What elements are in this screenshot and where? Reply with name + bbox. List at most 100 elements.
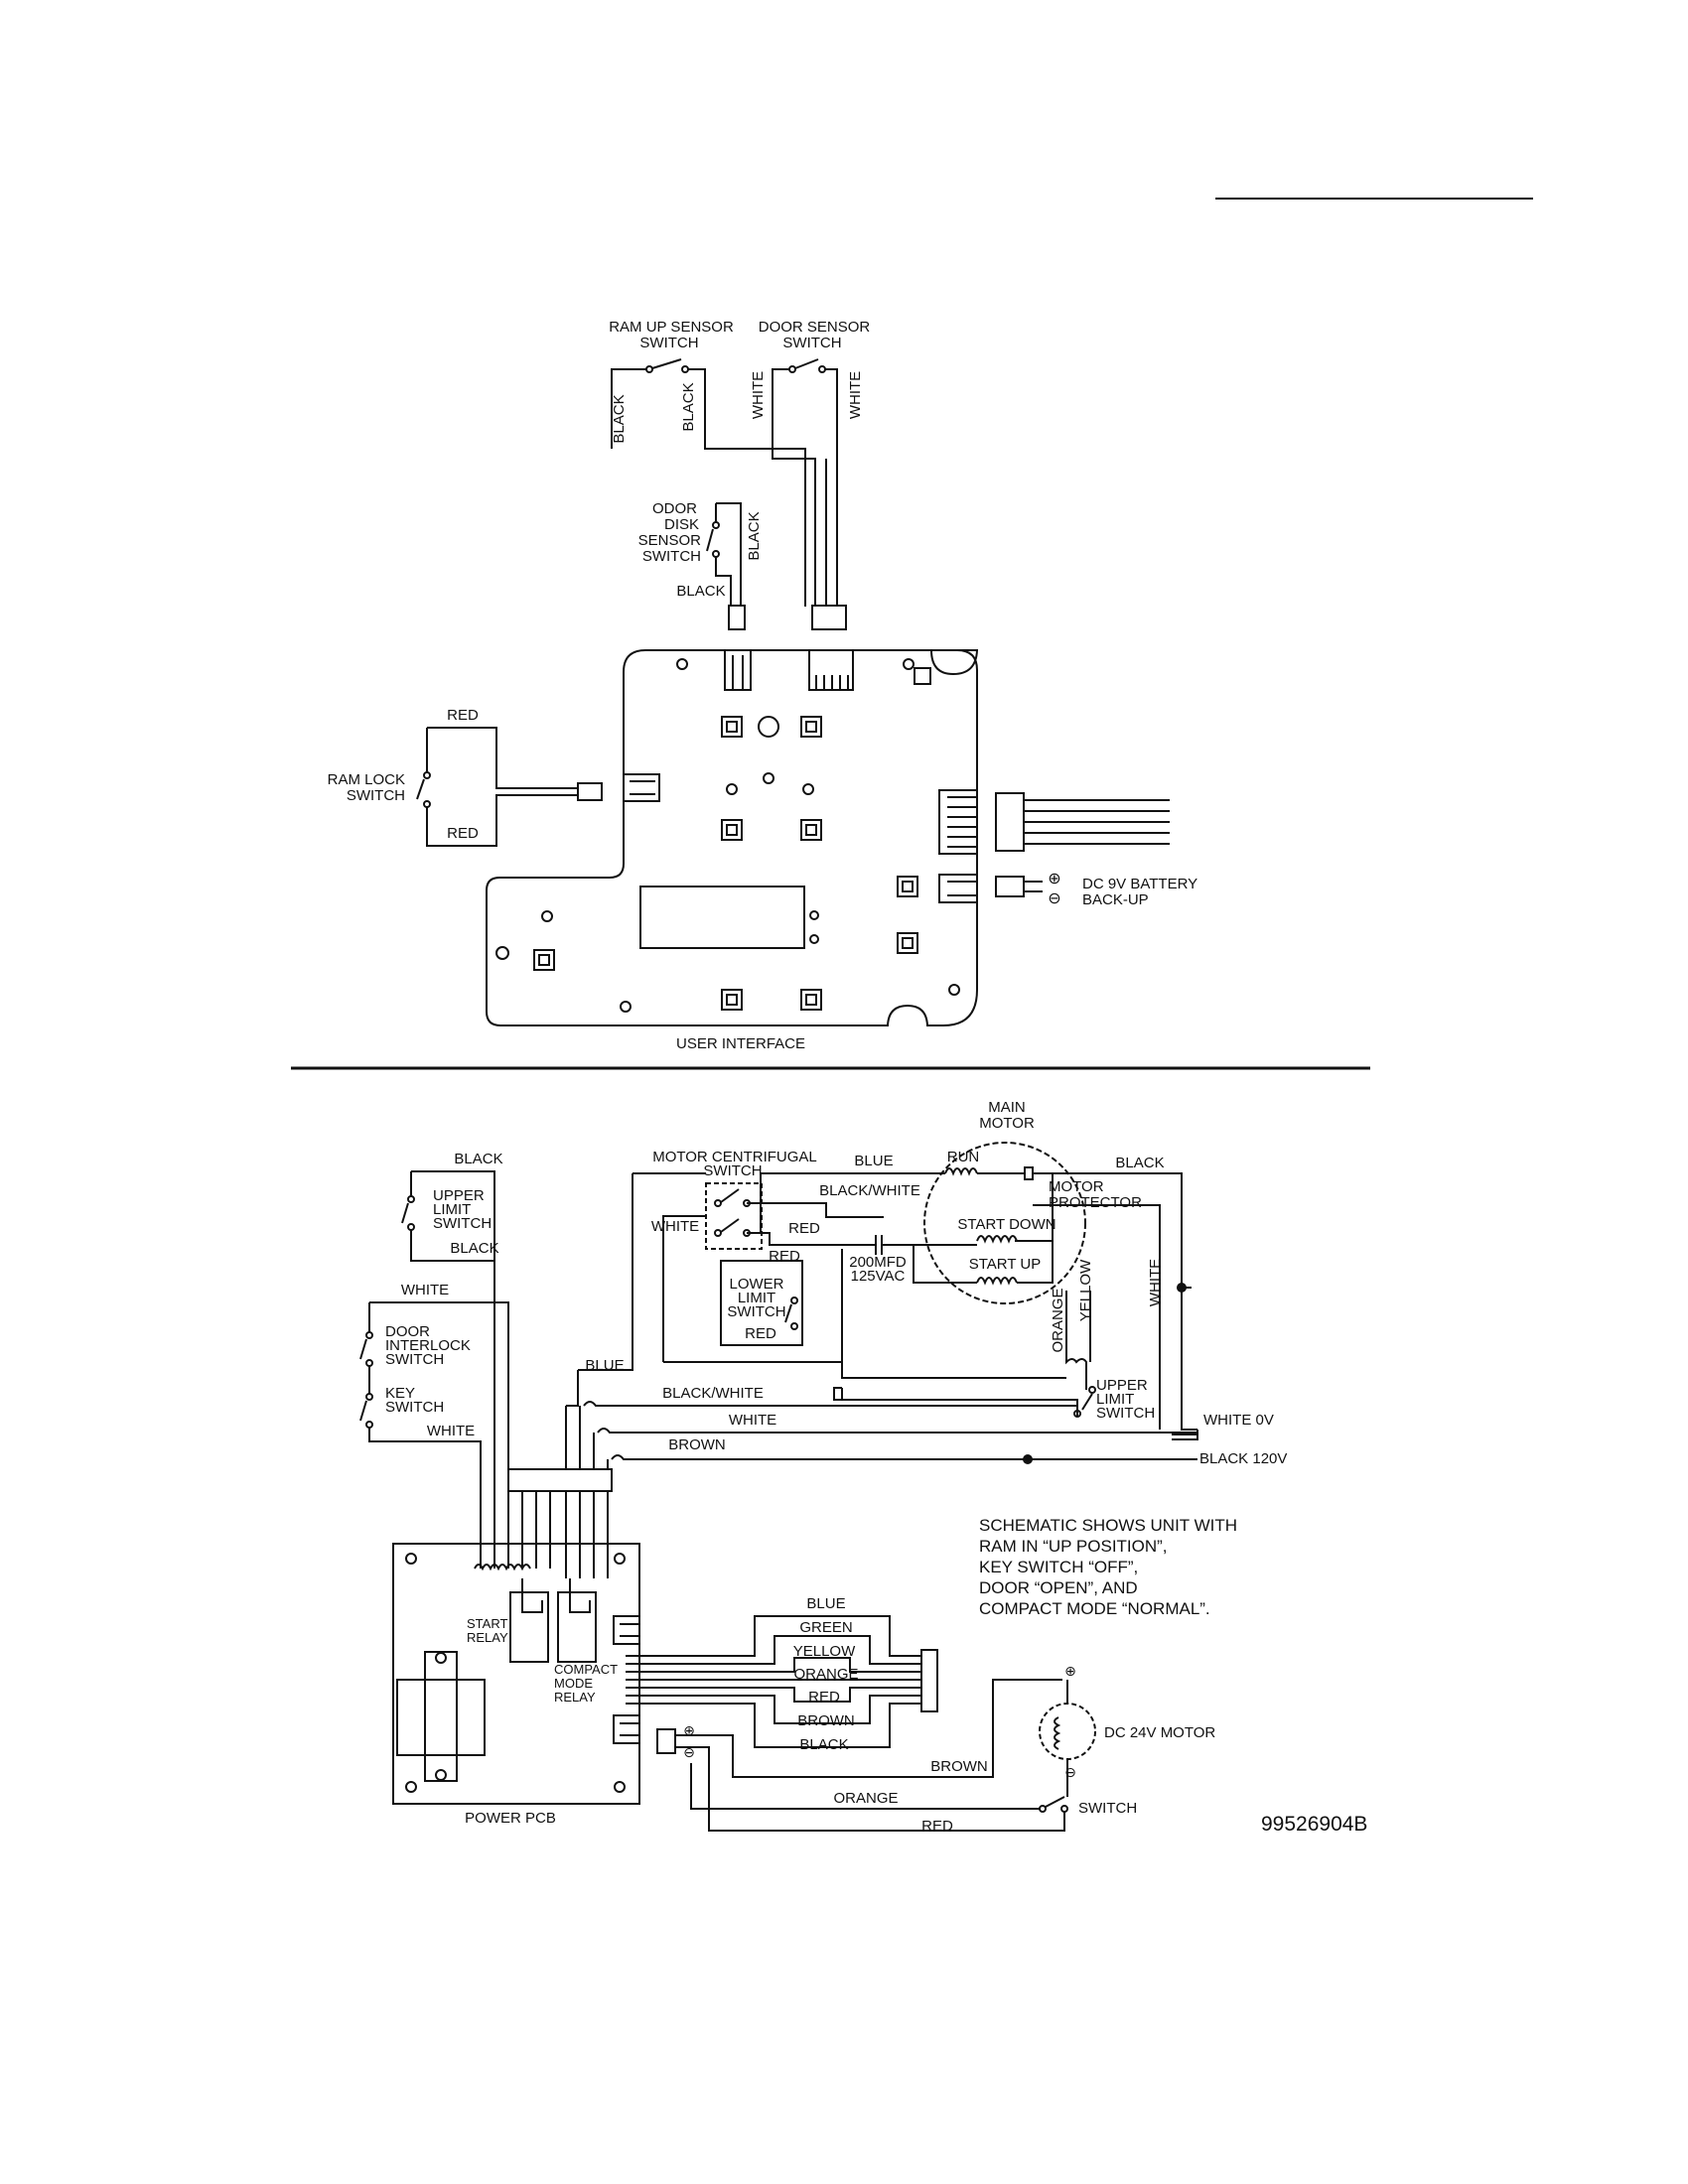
odor-disk-sensor-switch-label: SENSOR bbox=[638, 532, 702, 549]
main-motor-label: MAIN bbox=[988, 1099, 1026, 1116]
ram-lock-switch-label: SWITCH bbox=[347, 787, 405, 804]
svg-text:⊕: ⊕ bbox=[1048, 871, 1060, 887]
compact-mode-relay-label: COMPACT bbox=[554, 1662, 618, 1677]
key-switch bbox=[359, 1301, 509, 1513]
wire-label: ORANGE bbox=[793, 1666, 858, 1683]
wire-label: BLACK bbox=[454, 1151, 502, 1167]
start-relay-label: RELAY bbox=[467, 1630, 508, 1645]
door-interlock-switch bbox=[359, 1302, 373, 1394]
wire-label: YELLOW bbox=[1077, 1259, 1094, 1321]
motor-centrifugal-switch-label: SWITCH bbox=[703, 1162, 762, 1179]
ram-up-sensor-switch-label: RAM UP SENSOR bbox=[609, 319, 734, 336]
svg-text:⊖: ⊖ bbox=[683, 1744, 695, 1760]
dc-24v-motor-label: DC 24V MOTOR bbox=[1104, 1724, 1215, 1741]
wire-label: WHITE bbox=[750, 371, 767, 419]
wire-label: BLACK bbox=[680, 382, 697, 431]
power-bus-wires bbox=[480, 1172, 1198, 1578]
user-interface-board bbox=[486, 649, 979, 1026]
odor-disk-sensor-switch-label: ODOR bbox=[652, 500, 697, 517]
wire-label: BLUE bbox=[806, 1595, 845, 1612]
key-switch-label: KEY bbox=[385, 1385, 415, 1402]
motor-protector-label: MOTOR bbox=[1049, 1178, 1104, 1195]
user-interface-section: ⊕ ⊖ RAM UP SENSOR SWITCH DOOR SENSOR SWI… bbox=[328, 319, 1198, 1052]
schematic-note: RAM IN “UP POSITION”, bbox=[979, 1537, 1168, 1556]
capacitor-label: 200MFD bbox=[849, 1254, 907, 1271]
wire-label: BROWN bbox=[930, 1758, 988, 1775]
motor-wiring bbox=[662, 1172, 1197, 1431]
schematic-note: SCHEMATIC SHOWS UNIT WITH bbox=[979, 1516, 1237, 1535]
capacitor bbox=[864, 1235, 894, 1255]
ram-lock-switch bbox=[416, 727, 660, 847]
svg-text:⊖: ⊖ bbox=[1064, 1764, 1076, 1780]
wire-label: WHITE bbox=[847, 371, 864, 419]
upper-limit-switch-label: SWITCH bbox=[433, 1215, 492, 1232]
odor-disk-sensor-switch-label: DISK bbox=[664, 516, 699, 533]
ram-lock-switch-label: RAM LOCK bbox=[328, 771, 405, 788]
lower-limit-switch bbox=[720, 1260, 803, 1346]
wire-label: WHITE 0V bbox=[1203, 1412, 1274, 1429]
compact-mode-relay bbox=[557, 1591, 597, 1663]
dc-motor-connector bbox=[656, 1728, 676, 1754]
wire-label: WHITE bbox=[401, 1282, 449, 1298]
transformer bbox=[396, 1679, 486, 1756]
wire-label: GREEN bbox=[799, 1619, 852, 1636]
svg-text:⊕: ⊕ bbox=[683, 1722, 695, 1738]
wire-label: BLACK/WHITE bbox=[819, 1182, 920, 1199]
wire-label: BLACK/WHITE bbox=[662, 1385, 764, 1402]
dc-24v-motor-wiring: ⊕ ⊖ ⊕ ⊖ bbox=[656, 1663, 1096, 1832]
svg-text:⊖: ⊖ bbox=[1048, 890, 1060, 907]
power-section: ⊕ ⊖ ⊕ ⊖ MAIN MOTOR BLACK UPPER LIMIT SWI… bbox=[359, 1099, 1367, 1836]
schematic-note: DOOR “OPEN”, AND bbox=[979, 1578, 1138, 1597]
user-interface-label: USER INTERFACE bbox=[676, 1035, 805, 1052]
wire-label: WHITE bbox=[651, 1218, 699, 1235]
wire-label: BLACK bbox=[746, 511, 763, 560]
upper-limit-switch-label: SWITCH bbox=[1096, 1405, 1155, 1422]
capacitor-label: 125VAC bbox=[851, 1268, 906, 1285]
door-interlock-switch-label: INTERLOCK bbox=[385, 1337, 471, 1354]
switch-label: SWITCH bbox=[1078, 1800, 1137, 1817]
wire-label: BLACK 120V bbox=[1199, 1450, 1287, 1467]
wire-label: RED bbox=[788, 1220, 820, 1237]
ui-board-right-connectors: ⊕ ⊖ bbox=[938, 789, 1170, 907]
wire-label: YELLOW bbox=[793, 1643, 856, 1660]
run-label: RUN bbox=[947, 1149, 980, 1165]
dc-24v-motor bbox=[1039, 1703, 1096, 1760]
bus-connector bbox=[507, 1468, 613, 1492]
door-sensor-switch-label: SWITCH bbox=[782, 335, 841, 351]
ui-board-top-connectors bbox=[724, 649, 854, 691]
wire-label: BLACK bbox=[611, 394, 628, 443]
motor-centrifugal-switch bbox=[705, 1182, 763, 1250]
start-relay bbox=[509, 1591, 549, 1663]
wire-label: RED bbox=[769, 1248, 800, 1265]
wire-label: BLUE bbox=[585, 1357, 624, 1374]
power-pcb-harness bbox=[626, 1615, 938, 1748]
door-interlock-switch-label: SWITCH bbox=[385, 1351, 444, 1368]
ram-up-sensor-switch-label: SWITCH bbox=[639, 335, 698, 351]
wire-label: WHITE bbox=[1147, 1259, 1164, 1306]
lower-limit-switch-label: SWITCH bbox=[727, 1303, 785, 1320]
wire-label: BROWN bbox=[668, 1436, 726, 1453]
upper-limit-switch-label: UPPER bbox=[1096, 1377, 1148, 1394]
wire-label: BLUE bbox=[854, 1153, 893, 1169]
upper-limit-switch-label: LIMIT bbox=[433, 1201, 471, 1218]
schematic-note: KEY SWITCH “OFF”, bbox=[979, 1558, 1138, 1576]
wire-label: RED bbox=[745, 1325, 776, 1342]
lower-limit-switch-label: LIMIT bbox=[738, 1290, 775, 1306]
motor-protector bbox=[1024, 1166, 1034, 1180]
wire-label: BROWN bbox=[797, 1712, 855, 1729]
harness-connector bbox=[920, 1649, 938, 1712]
wire-label: BLACK bbox=[799, 1736, 848, 1753]
odor-disk-sensor-switch bbox=[706, 502, 746, 630]
part-number: 99526904B bbox=[1261, 1813, 1367, 1836]
start-relay-label: START bbox=[467, 1616, 507, 1631]
wire-label: BLACK bbox=[676, 583, 725, 600]
wire-label: RED bbox=[447, 707, 479, 724]
ui-display bbox=[639, 886, 805, 949]
dc-9v-battery-label: DC 9V BATTERY bbox=[1082, 876, 1197, 892]
motor-protector-label: PROTECTOR bbox=[1049, 1194, 1142, 1211]
power-pcb-label: POWER PCB bbox=[465, 1810, 556, 1827]
sensor-connector bbox=[811, 605, 847, 630]
door-sensor-switch-label: DOOR SENSOR bbox=[759, 319, 871, 336]
wire-label: RED bbox=[808, 1689, 840, 1706]
dc-9v-battery-label: BACK-UP bbox=[1082, 891, 1149, 908]
